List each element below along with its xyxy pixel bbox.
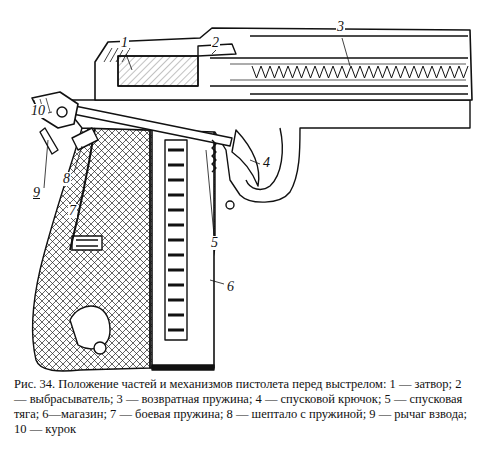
callout-number: 5 <box>210 236 219 250</box>
callout-number: 10 <box>30 104 46 118</box>
callout-number: 1 <box>120 36 129 50</box>
callout-number: 6 <box>226 280 235 294</box>
figure-caption: Рис. 34. Положение частей и механизмов п… <box>14 377 472 437</box>
callout-number: 9 <box>32 186 41 200</box>
callout-number: 2 <box>211 36 220 50</box>
callout-number: 8 <box>62 172 71 186</box>
callout-number: 4 <box>262 156 271 170</box>
callout-number: 7 <box>68 204 77 218</box>
callout-number: 3 <box>336 20 345 34</box>
